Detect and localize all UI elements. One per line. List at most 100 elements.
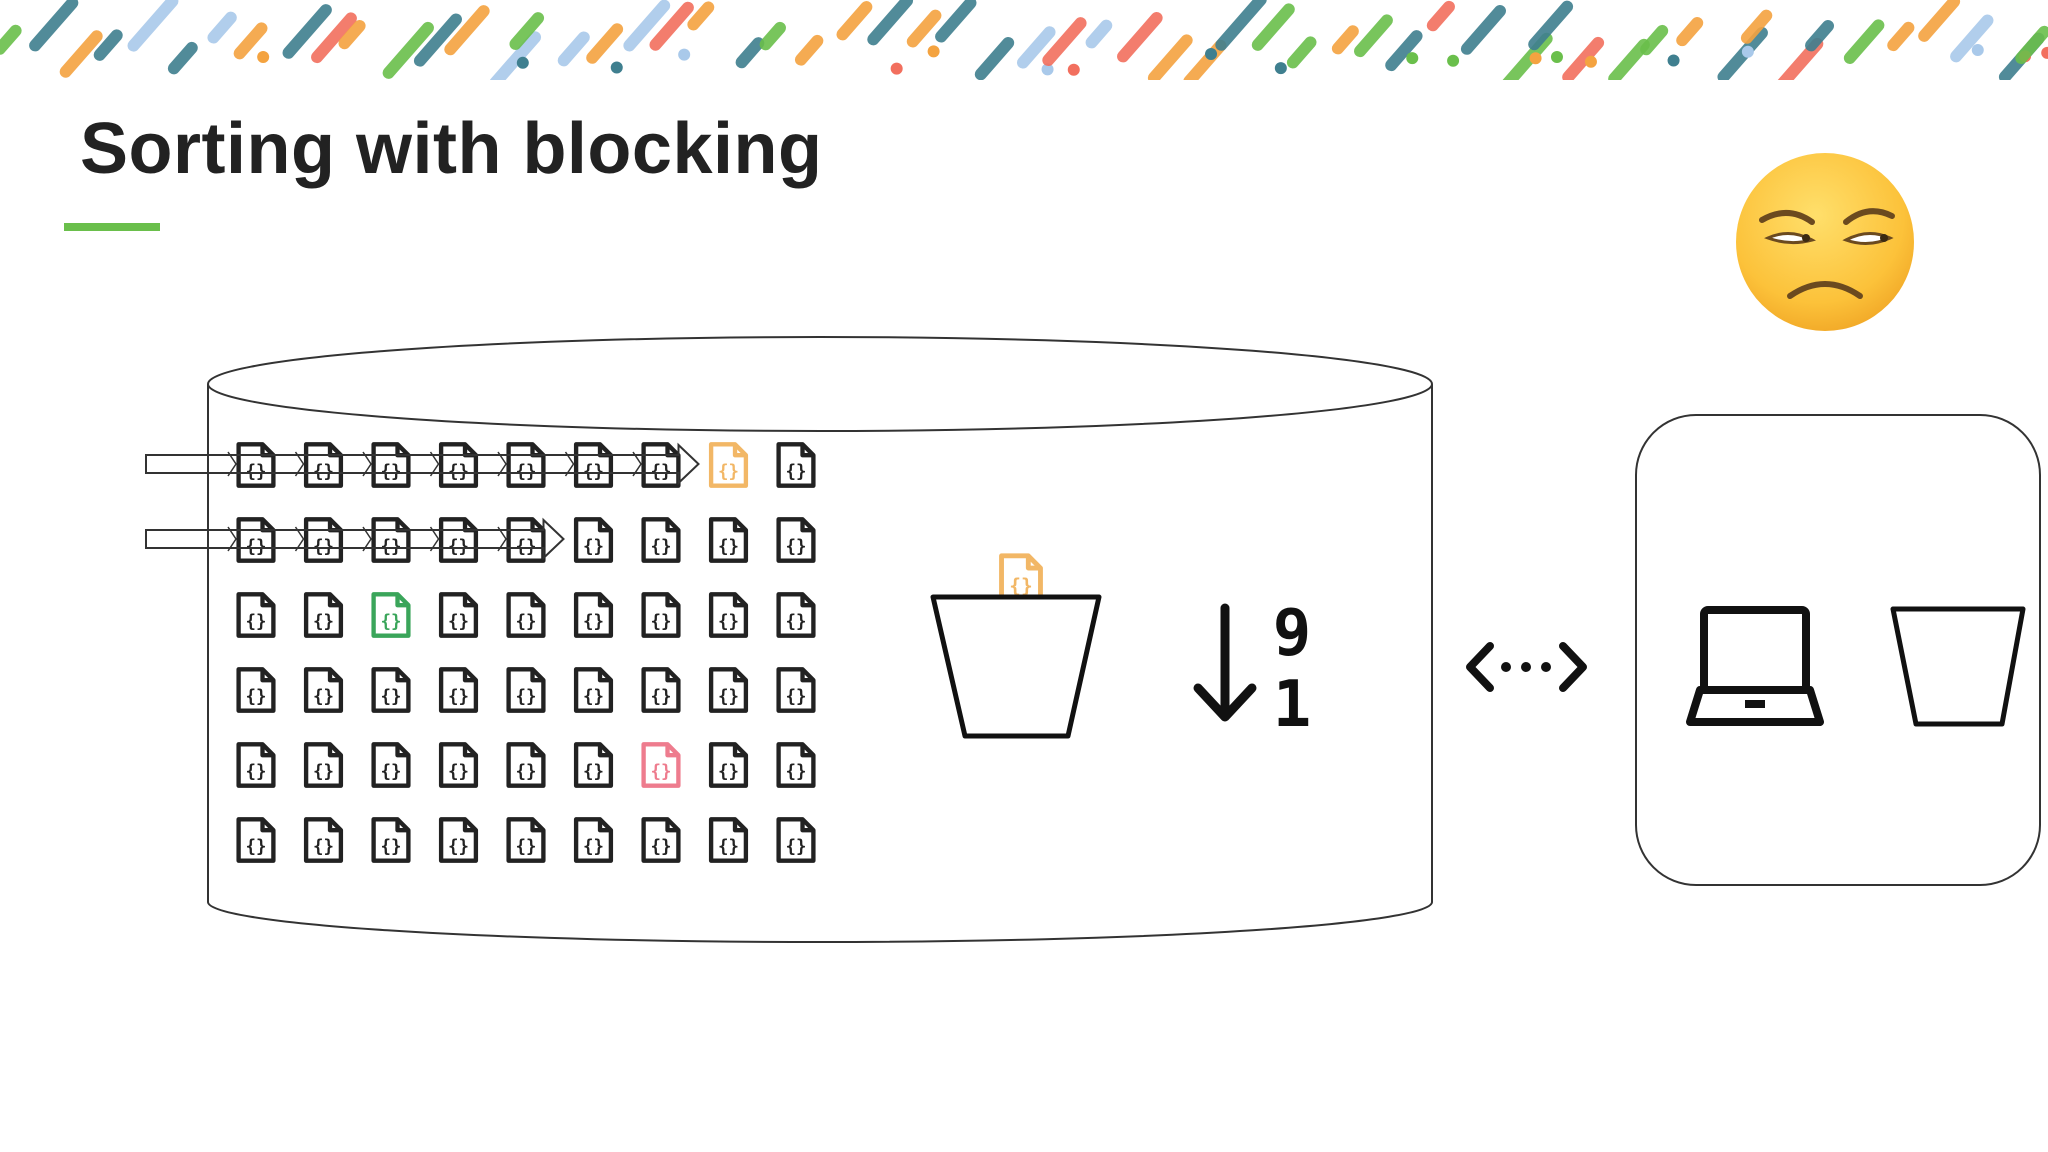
document-icon: [239, 444, 274, 485]
document-icon: [509, 819, 544, 860]
document-icon: [644, 519, 679, 560]
confetti-stroke: [93, 29, 123, 61]
confetti-dot: [1971, 44, 1984, 57]
confetti-stroke: [413, 13, 462, 67]
confetti-stroke: [59, 30, 103, 78]
confetti-stroke: [1215, 0, 1267, 51]
confetti-dot: [1274, 62, 1287, 75]
confetti-stroke: [1331, 25, 1359, 55]
decorative-confetti-band: [0, 0, 2048, 80]
confetti-dot: [2041, 46, 2048, 59]
document-icon: [306, 669, 341, 710]
document-icon: [576, 819, 611, 860]
document-icon: [509, 744, 544, 785]
confetti-stroke: [974, 36, 1015, 80]
bucket-icon: [930, 556, 1102, 739]
document-icon: [441, 594, 476, 635]
confetti-stroke: [1676, 16, 1704, 47]
confetti-dot: [610, 61, 623, 74]
confetti-dot: [1067, 63, 1080, 76]
scan-arrow: [145, 442, 700, 486]
document-icon: [441, 819, 476, 860]
confetti-dot: [516, 56, 529, 69]
document-icon: [239, 819, 274, 860]
document-icon: [306, 594, 341, 635]
confetti-stroke: [338, 19, 366, 50]
confetti-stroke: [735, 37, 765, 69]
document-icon: [779, 519, 814, 560]
scan-chevron: [497, 451, 507, 477]
confetti-dot: [1667, 54, 1680, 67]
confetti-stroke: [282, 4, 332, 59]
client-bucket-icon: [1890, 606, 2026, 727]
confetti-stroke: [1843, 19, 1885, 64]
confetti-stroke: [207, 11, 237, 44]
confetti-stroke: [906, 9, 942, 48]
confetti-stroke: [0, 24, 22, 55]
document-icon: [576, 519, 611, 560]
document-icon: [576, 594, 611, 635]
confetti-dot: [1529, 52, 1542, 65]
confetti-stroke: [794, 34, 824, 66]
confetti-stroke: [1805, 19, 1835, 52]
confetti-stroke: [1528, 0, 1574, 51]
confetti-stroke: [311, 12, 357, 64]
document-icon: [239, 594, 274, 635]
document-icon: [441, 519, 476, 560]
document-icon: [441, 444, 476, 485]
confetti-dot: [1741, 45, 1754, 58]
document-icon: [239, 669, 274, 710]
document-icon: [779, 669, 814, 710]
title-underline: [64, 223, 160, 231]
scan-chevron: [227, 451, 237, 477]
confetti-dot: [927, 45, 940, 58]
document-icon: [711, 669, 746, 710]
confetti-stroke: [1950, 14, 1994, 63]
scan-chevron: [429, 451, 440, 477]
document-icon: [374, 444, 409, 485]
confetti-dot: [1584, 55, 1597, 68]
confetti-stroke: [1460, 4, 1507, 55]
confetti-stroke: [1251, 3, 1295, 51]
scan-chevron: [227, 526, 237, 552]
document-icon: [644, 594, 679, 635]
document-icon: [509, 669, 544, 710]
document-icon: [306, 519, 341, 560]
document-icon: [711, 819, 746, 860]
laptop-icon: [1686, 606, 1824, 726]
confetti-stroke: [1640, 24, 1669, 56]
confetti-dot: [678, 48, 691, 61]
scan-chevron: [362, 526, 372, 552]
scan-chevron: [497, 526, 507, 552]
scan-chevron: [294, 451, 305, 477]
confetti-stroke: [1042, 17, 1087, 67]
document-icon: [509, 444, 544, 485]
confetti-stroke: [127, 0, 179, 52]
confetti-stroke: [1354, 14, 1393, 58]
document-icon: [374, 744, 409, 785]
document-icon: [779, 819, 814, 860]
confetti-stroke: [233, 22, 268, 60]
confetti-stroke: [489, 31, 542, 80]
confetti-dot: [257, 51, 270, 64]
document-icon: [374, 519, 409, 560]
highlighted-document-icon: [644, 744, 679, 785]
document-icon: [576, 444, 611, 485]
document-icon: [644, 444, 679, 485]
confetti-stroke: [1717, 26, 1768, 80]
confetti-stroke: [1147, 34, 1193, 80]
confetti-dot: [1406, 52, 1419, 65]
highlighted-document-icon: [711, 444, 746, 485]
document-icon: [576, 669, 611, 710]
confetti-stroke: [444, 5, 490, 56]
sort-descending-icon: 9 1: [1193, 597, 1311, 742]
confetti-stroke: [586, 23, 624, 64]
confetti-stroke: [836, 1, 873, 41]
confetti-stroke: [867, 0, 914, 46]
scan-chevron: [362, 451, 372, 477]
confetti-stroke: [935, 0, 977, 43]
confetti-stroke: [1016, 26, 1056, 69]
highlighted-document-icon: [374, 594, 409, 635]
confetti-stroke: [1918, 0, 1961, 42]
